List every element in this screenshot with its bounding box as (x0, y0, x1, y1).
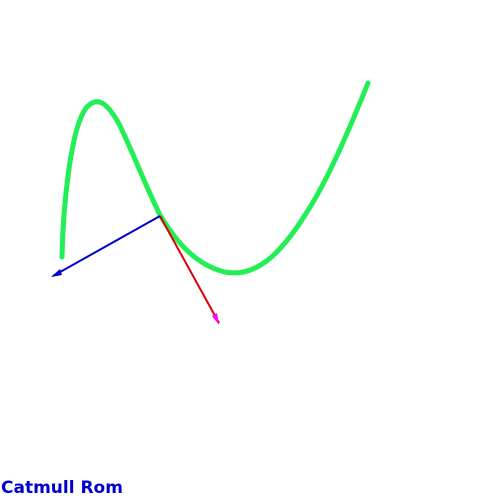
curve-type-caption: Catmull Rom (1, 478, 123, 498)
normal-vector (51, 215, 161, 277)
tangent-vector-line (159, 215, 220, 324)
catmull-rom-curve (59, 80, 371, 276)
tangent-arrowhead-icon (212, 313, 219, 325)
normal-vector-line (52, 215, 161, 277)
tangent-vector (159, 215, 220, 325)
normal-arrowhead-icon (51, 269, 62, 277)
